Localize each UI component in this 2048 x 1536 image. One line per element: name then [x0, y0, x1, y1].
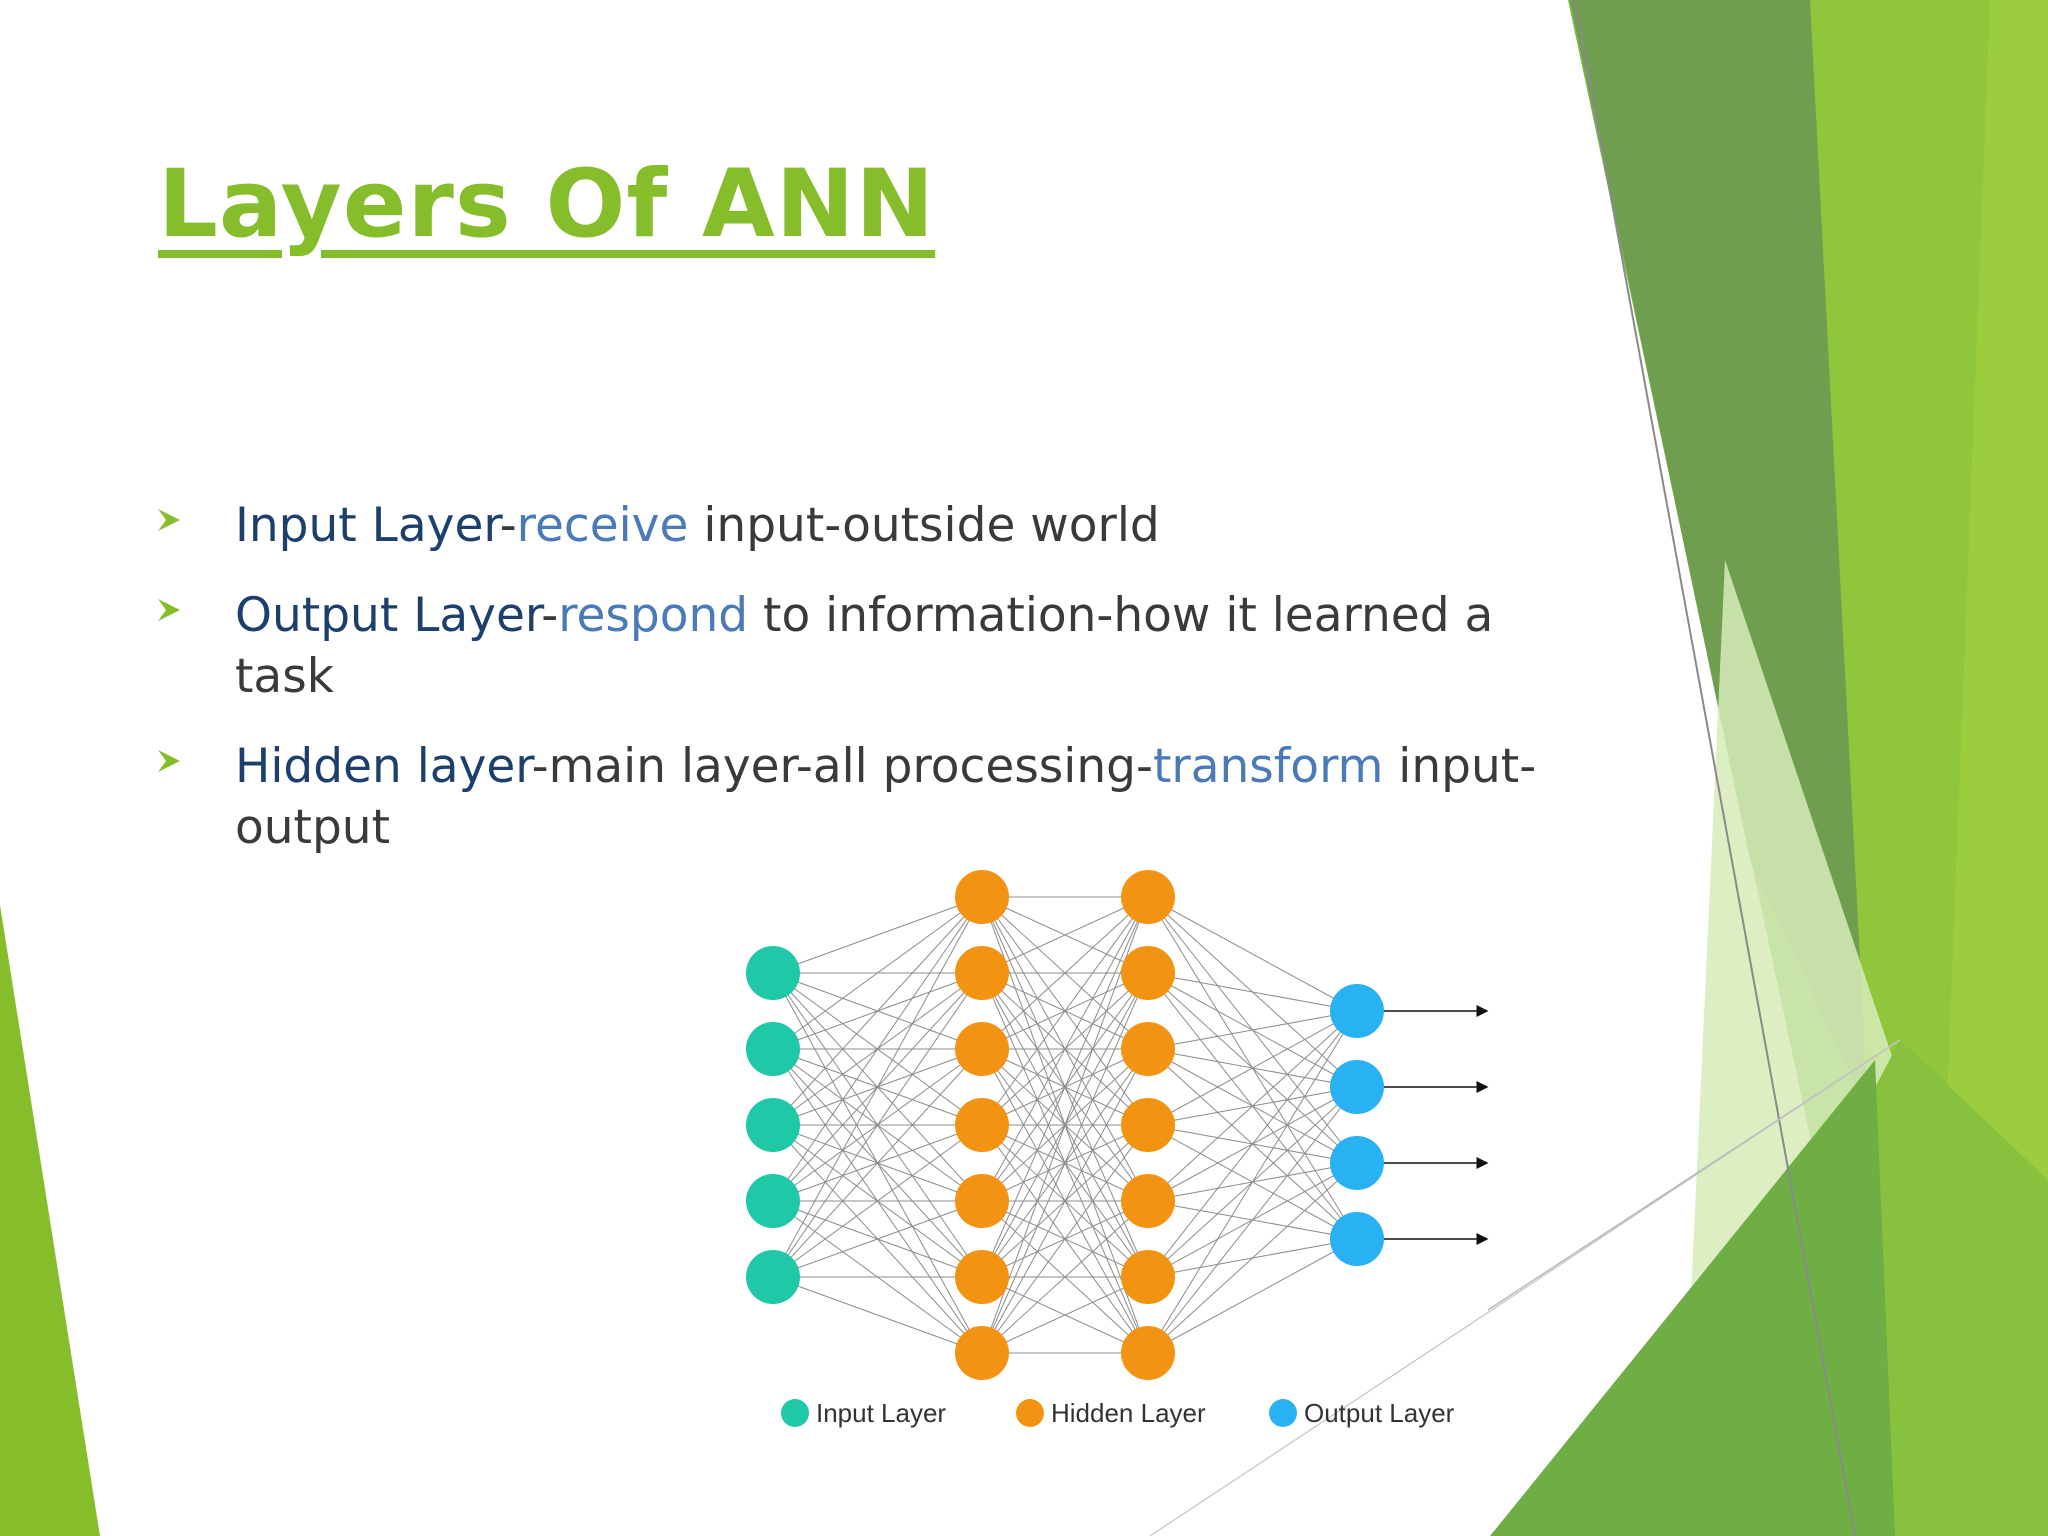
neuron-node	[955, 1098, 1009, 1152]
connection-line	[1147, 1238, 1358, 1354]
bullet-list: Input Layer-receive input-outside world …	[158, 495, 1538, 887]
neuron-node	[955, 1174, 1009, 1228]
neuron-node	[746, 946, 800, 1000]
connection-line	[981, 896, 1149, 1278]
neuron-node	[1330, 1136, 1384, 1190]
bullet-term: Input Layer	[235, 498, 500, 553]
neuron-node	[746, 1250, 800, 1304]
connection-line	[1147, 1010, 1358, 1126]
connection-line	[772, 896, 983, 1278]
neuron-node	[746, 1022, 800, 1076]
neuron-node	[955, 1022, 1009, 1076]
neuron-node	[955, 1326, 1009, 1380]
bullet-arrow-icon	[158, 509, 180, 531]
connection-line	[981, 896, 1149, 1354]
slide-title: Layers Of ANN	[158, 150, 936, 259]
bullet-verb: respond	[558, 588, 749, 643]
connection-line	[981, 972, 1149, 1354]
deco-thin-line	[1574, 0, 1856, 1536]
connection-line	[981, 1276, 1149, 1354]
output-arrows	[1384, 1005, 1489, 1245]
bullet-arrow-icon	[158, 750, 180, 772]
connection-line	[772, 896, 983, 1050]
neuron-node	[1330, 1060, 1384, 1114]
connection-line	[1147, 896, 1358, 1012]
neuron-node	[1121, 1326, 1175, 1380]
deco-bottom-wedge	[1490, 1060, 1895, 1536]
bullet-input-layer: Input Layer-receive input-outside world	[158, 495, 1538, 556]
connection-line	[1147, 1010, 1358, 1354]
connection-line	[981, 1124, 1149, 1354]
neuron-node	[955, 870, 1009, 924]
connection-line	[1147, 1010, 1358, 1278]
connection-line	[1147, 1010, 1358, 1202]
connection-line	[772, 1200, 983, 1278]
connection-line	[772, 896, 983, 1202]
neuron-node	[1121, 1022, 1175, 1076]
connection-line	[981, 896, 1149, 1126]
connection-line	[981, 1048, 1149, 1354]
connection-line	[981, 896, 1149, 1050]
bullet-rest: input-output	[235, 739, 1537, 855]
network-connections	[772, 896, 1358, 1354]
connection-line	[772, 1276, 983, 1354]
connection-line	[772, 972, 983, 1278]
connection-line	[1147, 1086, 1358, 1354]
legend-swatch	[1016, 1399, 1044, 1427]
bullet-verb: transform	[1152, 739, 1384, 794]
connection-line	[772, 1048, 983, 1278]
legend-swatch	[1269, 1399, 1297, 1427]
neuron-node	[1121, 1098, 1175, 1152]
bullet-output-layer: Output Layer-respond to information-how …	[158, 585, 1538, 707]
neuron-node	[1121, 1250, 1175, 1304]
bullet-rest: input-outside world	[688, 498, 1160, 553]
bullet-term: Hidden layer	[235, 739, 532, 794]
deco-left-sliver	[0, 905, 100, 1536]
bullet-separator: -	[499, 498, 517, 553]
connection-line	[772, 896, 983, 974]
network-nodes	[746, 870, 1384, 1380]
connection-line	[981, 896, 1149, 1202]
neuron-node	[955, 946, 1009, 1000]
connection-line	[981, 1200, 1149, 1354]
connection-line	[981, 896, 1149, 974]
neural-network-diagram: Input Layer Hidden Layer Output Layer	[746, 870, 1489, 1428]
connection-line	[772, 896, 983, 1126]
connection-line	[1147, 1162, 1358, 1354]
neuron-node	[746, 1098, 800, 1152]
neuron-node	[1121, 1174, 1175, 1228]
bullet-term: Output Layer	[235, 588, 542, 643]
neuron-node	[1330, 1212, 1384, 1266]
bullet-rest: to information-how it learned a task	[235, 588, 1494, 704]
legend-label: Hidden Layer	[1051, 1398, 1206, 1428]
neuron-node	[955, 1250, 1009, 1304]
connection-line	[1147, 972, 1358, 1012]
neuron-node	[1330, 984, 1384, 1038]
deco-thin-line-3	[1149, 1039, 1901, 1536]
neuron-node	[1121, 946, 1175, 1000]
legend-label: Output Layer	[1304, 1398, 1455, 1428]
neuron-node	[746, 1174, 800, 1228]
bullet-hidden-layer: Hidden layer-main layer-all processing-t…	[158, 736, 1538, 858]
bullet-prefix: -main layer-all processing-	[531, 739, 1153, 794]
bullet-separator: -	[541, 588, 559, 643]
connection-line	[772, 1124, 983, 1278]
bullet-arrow-icon	[158, 599, 180, 621]
diagram-legend: Input Layer Hidden Layer Output Layer	[781, 1398, 1455, 1428]
connection-line	[1147, 1010, 1358, 1050]
bullet-verb: receive	[516, 498, 689, 553]
legend-label: Input Layer	[816, 1398, 946, 1428]
neuron-node	[1121, 870, 1175, 924]
legend-swatch	[781, 1399, 809, 1427]
